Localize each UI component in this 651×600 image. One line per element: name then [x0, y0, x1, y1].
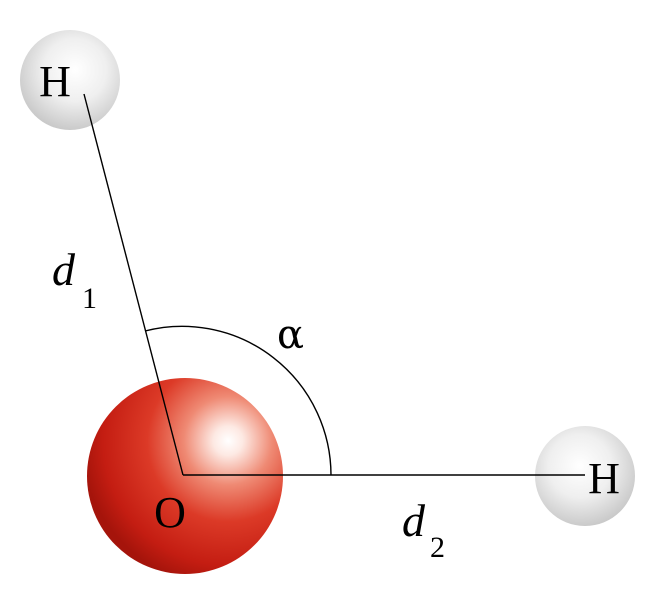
hydrogen-top-label: H [39, 57, 71, 106]
angle-alpha-label: α [277, 312, 304, 358]
oxygen-label: O [154, 488, 186, 537]
d1-symbol: d [52, 244, 76, 295]
bond-length-d2-label: d 2 [402, 495, 445, 564]
bond-line-d1 [83, 93, 184, 476]
hydrogen-atom-top: H [20, 30, 120, 130]
d1-subscript: 1 [82, 282, 97, 315]
d2-subscript: 2 [430, 531, 445, 564]
hydrogen-right-label: H [588, 454, 620, 503]
bond-length-d1-label: d 1 [52, 244, 97, 315]
bond-angle-arc [144, 325, 332, 476]
d2-symbol: d [402, 495, 426, 546]
hydrogen-atom-right: H [535, 426, 635, 526]
oxygen-atom: O [87, 378, 283, 574]
